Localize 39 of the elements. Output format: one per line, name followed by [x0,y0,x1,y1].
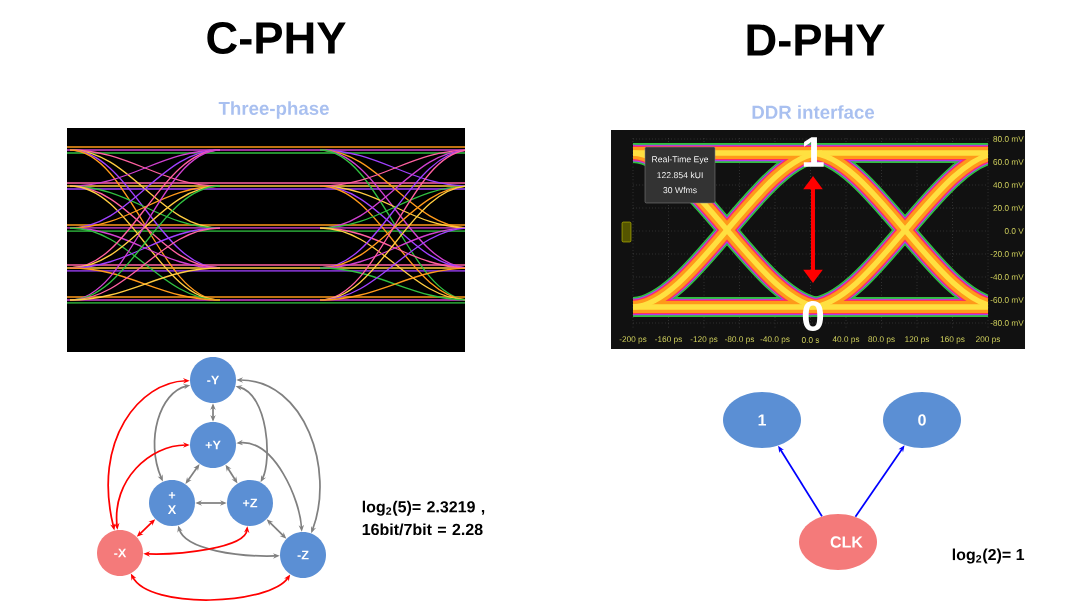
tick-label: -160 ps [655,336,682,344]
tick-label: 0.0 V [1004,228,1024,234]
tick-label: -200 ps [619,336,647,344]
tick-label: -40.0 mV [990,274,1024,280]
circle-node: -Z [280,532,326,578]
title: C-PHY [207,21,346,55]
circle-node: +Z [227,480,273,526]
subtitle: Three-phase [218,101,329,119]
circle-node: -X [97,530,143,576]
info-text: 30 Wfms [663,186,697,194]
info-text: Real-Time Eye [652,155,709,165]
circle-node: + X [149,480,195,526]
tick-label: 40.0 ps [832,336,860,344]
tick-label: 200 ps [976,336,1001,344]
tick-label: -80.0 ps [724,336,755,344]
tick-label: 80.0 mV [993,136,1024,142]
ellipse-node: 1 [723,392,801,448]
formula-text: log$_{2}$(5)= 2.3219 , 16bit/7bit = 2.28 [362,500,485,536]
circle-node: +Y [190,422,236,468]
tick-label: 60.0 mV [993,159,1024,165]
tick-label: 40.0 mV [993,182,1024,188]
circle-node: -Y [190,357,236,403]
tick-label: -80.0 mV [990,320,1024,326]
tick-label: -20.0 mV [990,251,1024,257]
formula-text: log$_{2}$(2)= 1 [952,548,1025,564]
tick-label: -40.0 ps [760,336,790,344]
tick-label: -120 ps [690,336,718,344]
info-text: 122.854 kUI [657,171,703,179]
tick-label: 160 ps [940,336,965,344]
tick-label: 80.0 ps [868,336,895,344]
ellipse-node: 0 [883,392,961,448]
tick-label: 0.0 s [801,337,820,343]
subtitle: DDR interface [752,105,875,119]
title: D-PHY [747,24,885,56]
tick-label: -60.0 mV [990,297,1024,303]
arrow [185,464,200,484]
ellipse-node: CLK [799,514,877,570]
tick-label: 20.0 mV [993,205,1024,211]
tick-label: 120 ps [905,336,930,344]
